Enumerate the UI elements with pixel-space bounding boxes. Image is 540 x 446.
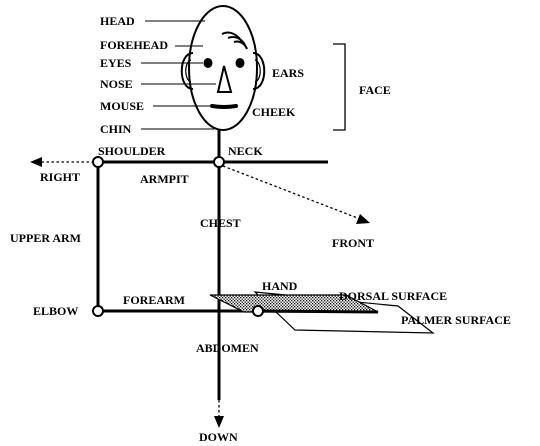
left-eye [203, 58, 213, 68]
wrist-joint [252, 305, 264, 317]
label-right: RIGHT [40, 170, 80, 184]
face-bracket [333, 43, 346, 131]
elbow-joint [92, 305, 104, 317]
label-eyes: EYES [100, 56, 132, 70]
front-arrowhead [356, 214, 370, 224]
right-eye [235, 58, 245, 68]
label-forearm: FOREARM [123, 293, 185, 307]
label-nose: NOSE [100, 77, 133, 91]
neck-joint [213, 156, 225, 168]
label-chest: CHEST [200, 216, 241, 230]
label-abdomen: ABDOMEN [196, 341, 259, 355]
label-armpit: ARMPIT [140, 172, 189, 186]
label-ears: EARS [272, 66, 304, 80]
face-drawing [180, 5, 266, 131]
head-outline [188, 5, 258, 131]
label-head: HEAD [100, 14, 135, 28]
direction-arrows [40, 161, 361, 418]
right-ear-inner [254, 59, 261, 83]
leader-lines [141, 20, 216, 130]
label-mouse: MOUSE [100, 99, 144, 113]
left-ear-inner [185, 59, 192, 83]
label-front: FRONT [332, 236, 374, 250]
shoulder-joint [92, 156, 104, 168]
left-ear [180, 52, 194, 90]
label-chin: CHIN [100, 122, 132, 136]
hair-curl-3 [233, 40, 248, 50]
label-dorsal-surface: DORSAL SURFACE [339, 289, 447, 303]
label-hand: HAND [262, 279, 298, 293]
hand-axis [257, 309, 379, 314]
right-ear [252, 52, 266, 90]
label-down: DOWN [199, 430, 238, 444]
right-arrowhead [30, 157, 42, 167]
label-elbow: ELBOW [33, 304, 78, 318]
label-cheek: CHEEK [252, 105, 296, 119]
joints [92, 156, 264, 317]
nose-triangle [216, 65, 233, 93]
label-forehead: FOREHEAD [100, 38, 168, 52]
label-shoulder: SHOULDER [98, 144, 166, 158]
skeleton [96, 130, 328, 400]
label-palmer-surface: PALMER SURFACE [401, 313, 511, 327]
mouth [210, 104, 238, 109]
label-face: FACE [359, 83, 391, 97]
front-arrow-line [222, 165, 361, 220]
label-neck: NECK [228, 144, 263, 158]
label-upper-arm: UPPER ARM [10, 231, 81, 245]
down-arrowhead [214, 416, 224, 428]
